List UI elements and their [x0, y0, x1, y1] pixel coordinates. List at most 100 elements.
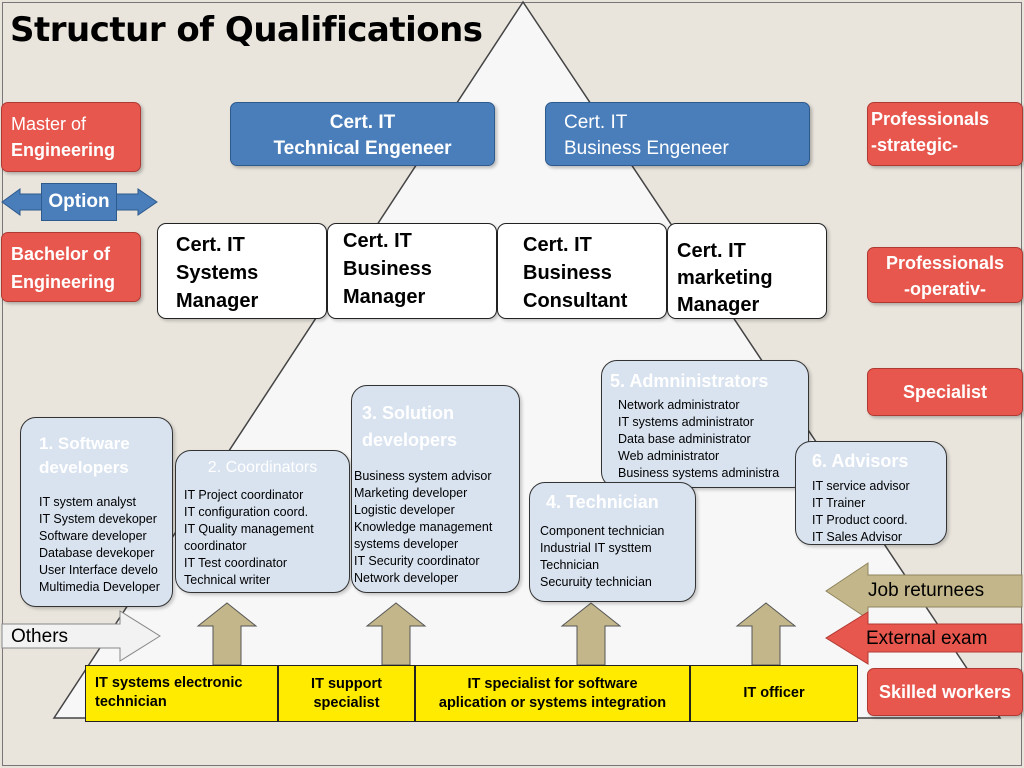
software-item: IT System devekoper — [39, 512, 157, 526]
software-developers-box: 1. Software developers IT system analyst… — [20, 417, 173, 607]
software-item: Multimedia Developer — [39, 580, 160, 594]
operativ-line-2: -operativ- — [903, 279, 986, 299]
software-item: IT system analyst — [39, 495, 137, 509]
base-box-software-integration: IT specialist for software aplication or… — [415, 665, 690, 722]
base-4-line-1: IT officer — [743, 685, 805, 701]
coordinators-head: 2. Coordinators — [207, 459, 318, 476]
advisors-head: 6. Advisors — [812, 451, 909, 471]
solution-head-1: 3. Solution — [362, 403, 454, 423]
administrators-item: Business systems administra — [618, 466, 780, 480]
others-arrow — [1, 610, 161, 662]
business-manager-line-1: Cert. IT — [343, 230, 412, 252]
up-arrow-4 — [735, 602, 797, 666]
skilled-workers-box: Skilled workers — [867, 668, 1023, 716]
coordinators-item: IT Test coordinator — [184, 556, 288, 570]
technician-item: Technician — [540, 558, 600, 572]
solution-item: IT Security coordinator — [354, 554, 480, 568]
specialist-box: Specialist — [867, 368, 1023, 416]
business-eng-line-1: Cert. IT — [564, 112, 628, 133]
base-2-line-2: specialist — [313, 694, 380, 711]
software-head-1: 1. Software — [39, 434, 130, 453]
technician-head: 4. Technician — [546, 492, 659, 512]
option-label: Option — [41, 183, 117, 221]
technical-line-2: Technical Engeneer — [273, 138, 452, 159]
coordinators-item: Technical writer — [184, 573, 271, 587]
operativ-line-1: Professionals — [885, 253, 1005, 273]
coordinators-item: IT Project coordinator — [184, 488, 304, 502]
page-title: Structur of Qualifications — [10, 10, 483, 50]
job-returnees-arrow — [825, 562, 1023, 620]
cert-business-manager-box: Cert. IT Business Manager — [327, 223, 497, 319]
cert-business-consultant-box: Cert. IT Business Consultant — [497, 223, 667, 319]
solution-item: Network developer — [354, 571, 459, 585]
solution-item: systems developer — [354, 537, 459, 551]
others-label: Others — [11, 626, 69, 647]
job-returnees-label: Job returnees — [868, 580, 985, 601]
advisors-item: IT Product coord. — [812, 513, 908, 527]
base-1-line-1: IT systems electronic — [95, 675, 243, 691]
external-exam-label: External exam — [866, 628, 988, 649]
cert-systems-manager-box: Cert. IT Systems Manager — [157, 223, 327, 319]
advisors-list: IT service advisor IT Trainer IT Product… — [812, 478, 946, 546]
cert-marketing-manager-box: Cert. IT marketing Manager — [667, 223, 827, 319]
solution-item: Logistic developer — [354, 503, 455, 517]
base-box-electronic-technician: IT systems electronic technician — [85, 665, 278, 722]
business-consultant-line-2: Business — [523, 262, 612, 284]
solution-head-2: developers — [362, 430, 458, 450]
master-line-2: Engineering — [11, 140, 116, 160]
marketing-manager-line-1: Cert. IT — [677, 240, 746, 262]
administrators-item: Web administrator — [618, 449, 720, 463]
base-1-line-2: technician — [95, 694, 167, 710]
coordinators-item: IT configuration coord. — [184, 505, 309, 519]
up-arrow-2 — [365, 602, 427, 666]
administrators-list: Network administrator IT systems adminis… — [618, 397, 808, 482]
business-eng-line-2: Business Engeneer — [564, 138, 729, 159]
business-manager-line-2: Business — [343, 258, 432, 280]
technician-box: 4. Technician Component technician Indus… — [529, 482, 696, 602]
cert-technical-engineer-box: Cert. IT Technical Engeneer — [230, 102, 495, 166]
solution-list: Business system advisor Marketing develo… — [354, 468, 519, 587]
systems-manager-line-3: Manager — [176, 290, 259, 312]
master-line-1: Master of — [11, 114, 87, 134]
software-item: Software developer — [39, 529, 147, 543]
strategic-line-1: Professionals — [871, 109, 990, 129]
technician-item: Securuity technician — [540, 575, 652, 589]
administrators-box: 5. Admninistrators Network administrator… — [601, 360, 809, 488]
base-2-line-1: IT support — [311, 675, 382, 692]
advisors-item: IT Sales Advisor — [812, 530, 903, 544]
business-consultant-line-3: Consultant — [523, 290, 628, 312]
coordinators-box: 2. Coordinators IT Project coordinator I… — [175, 450, 350, 593]
technician-list: Component technician Industrial IT systt… — [540, 523, 695, 591]
advisors-item: IT Trainer — [812, 496, 866, 510]
advisors-box: 6. Advisors IT service advisor IT Traine… — [795, 441, 947, 545]
solution-item: Knowledge management — [354, 520, 493, 534]
advisors-item: IT service advisor — [812, 479, 910, 493]
business-consultant-line-1: Cert. IT — [523, 234, 592, 256]
coordinators-item: IT Quality management — [184, 522, 314, 536]
software-item: Database devekoper — [39, 546, 155, 560]
solution-item: Marketing developer — [354, 486, 468, 500]
marketing-manager-line-3: Manager — [677, 294, 760, 316]
up-arrow-3 — [560, 602, 622, 666]
base-3-line-1: IT specialist for software — [467, 675, 638, 692]
master-of-engineering-box: Master of Engineering — [1, 102, 141, 172]
cert-business-engineer-box: Cert. IT Business Engeneer — [545, 102, 810, 166]
base-box-it-officer: IT officer — [690, 665, 858, 722]
skilled-workers-label: Skilled workers — [878, 681, 1012, 702]
bachelor-of-engineering-box: Bachelor of Engineering — [1, 232, 141, 302]
technician-item: Component technician — [540, 524, 665, 538]
up-arrow-1 — [196, 602, 258, 666]
professionals-operativ-box: Professionals -operativ- — [867, 247, 1023, 303]
specialist-label: Specialist — [902, 381, 988, 402]
administrators-item: Network administrator — [618, 398, 740, 412]
technician-item: Industrial IT systtem — [540, 541, 652, 555]
external-exam-arrow — [825, 611, 1023, 665]
marketing-manager-line-2: marketing — [677, 267, 773, 289]
administrators-head: 5. Admninistrators — [610, 371, 769, 391]
base-box-support-specialist: IT support specialist — [278, 665, 415, 722]
business-manager-line-3: Manager — [343, 286, 426, 308]
bachelor-line-2: Engineering — [11, 272, 116, 292]
solution-developers-box: 3. Solution developers Business system a… — [351, 385, 520, 593]
software-head-2: developers — [39, 458, 129, 477]
technical-line-1: Cert. IT — [329, 112, 396, 133]
